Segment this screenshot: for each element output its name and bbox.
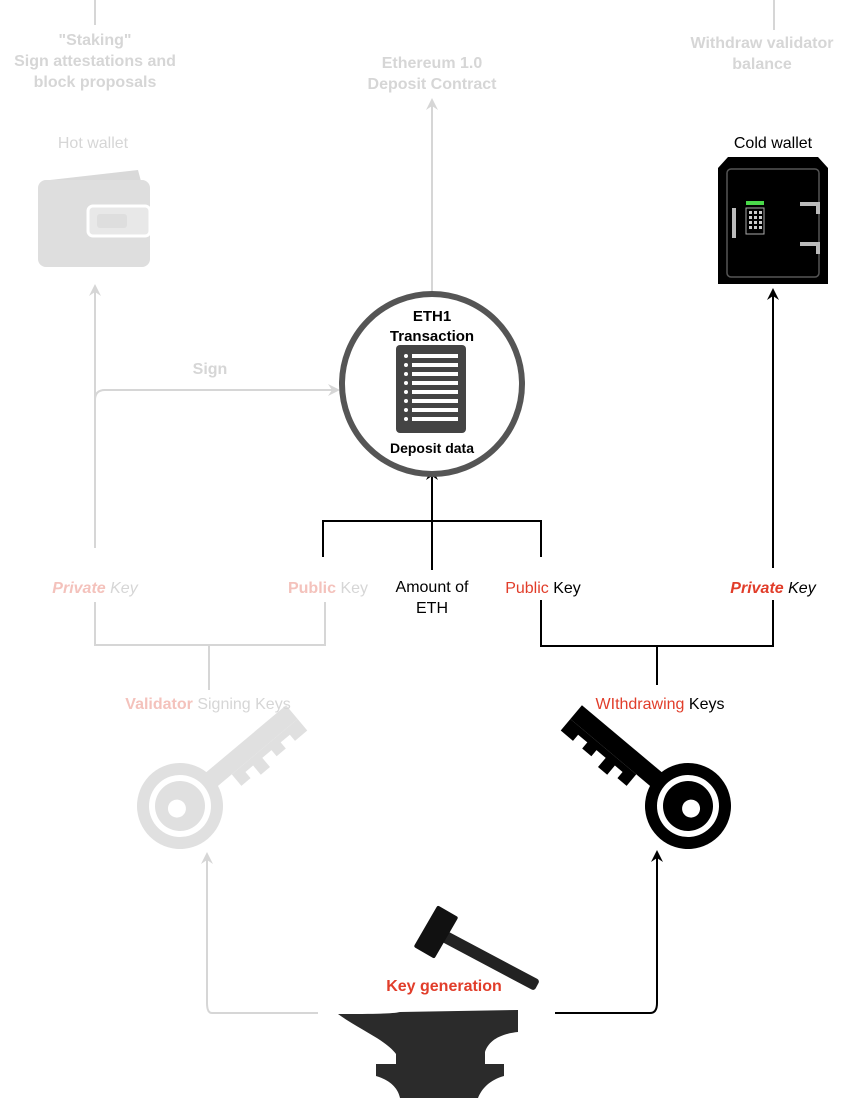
amount-of-eth-label: Amount of ETH [372,577,492,619]
private-word: Private [730,580,784,597]
deposit-data-label: Deposit data [389,440,474,456]
arrow-to-withdrawing-keys [555,850,663,1014]
validator-signing-keys-label: Validator Signing Keys [100,694,316,715]
hot-wallet-label: Hot wallet [57,135,129,152]
withdraw-balance-label: Withdraw validator balance [670,33,854,75]
arrow-to-validator-keys [201,852,318,1014]
signing-keys-word: Signing Keys [197,696,291,713]
cold-wallet-label: Cold wallet [733,135,813,152]
staking-label: "Staking" Sign attestations and block pr… [0,30,190,93]
withdrawing-keys-label: WIthdrawing Keys [570,694,750,715]
withdrawal-bracket [540,600,774,647]
keys-word: Keys [688,696,725,713]
black-connectors [322,288,779,1014]
validator-word: Validator [125,696,193,713]
staking-title: "Staking" [58,32,132,49]
eth1-transaction-label: ETH1 Transaction [372,307,492,347]
withdraw-line-2: balance [732,56,792,73]
validator-public-key-label: Public Key [258,578,398,599]
amount-line-2: ETH [416,600,448,617]
withdraw-line-1: Withdraw validator [690,35,834,52]
deposit-contract-line-1: Ethereum 1.0 [381,55,483,72]
key-word: Key [110,580,138,597]
validator-bracket [94,602,326,646]
safe-icon [718,157,828,284]
key-word: Key [340,580,369,597]
key-icon [137,705,308,849]
withdrawing-public-key-label: Public Key [476,578,610,599]
wallet-icon [38,170,152,267]
withdrawing-private-key-label: Private Key [703,578,843,599]
anvil-icon [338,1010,518,1098]
hammer-icon [414,905,539,990]
faded-connectors [89,0,775,1014]
withdrawing-word: WIthdrawing [595,696,685,713]
public-word: Public [287,580,336,597]
validator-private-key-label: Private Key [20,578,170,599]
staking-line-3: block proposals [33,74,157,91]
staking-line-2: Sign attestations and [14,53,176,70]
deposit-contract-line-2: Deposit Contract [367,76,497,93]
eth1-line-1: ETH1 [412,308,452,325]
key-word: Key [553,580,581,597]
deposit-contract-label: Ethereum 1.0 Deposit Contract [340,53,524,95]
key-generation-label: Key generation [386,978,502,995]
public-word: Public [505,580,549,597]
sign-label: Sign [192,361,228,378]
private-word: Private [52,580,106,597]
document-icon [396,345,466,433]
sign-arrow [94,384,340,548]
key-word: Key [788,580,816,597]
amount-line-1: Amount of [395,579,469,596]
key-icon [560,705,731,849]
eth1-line-2: Transaction [389,328,475,345]
